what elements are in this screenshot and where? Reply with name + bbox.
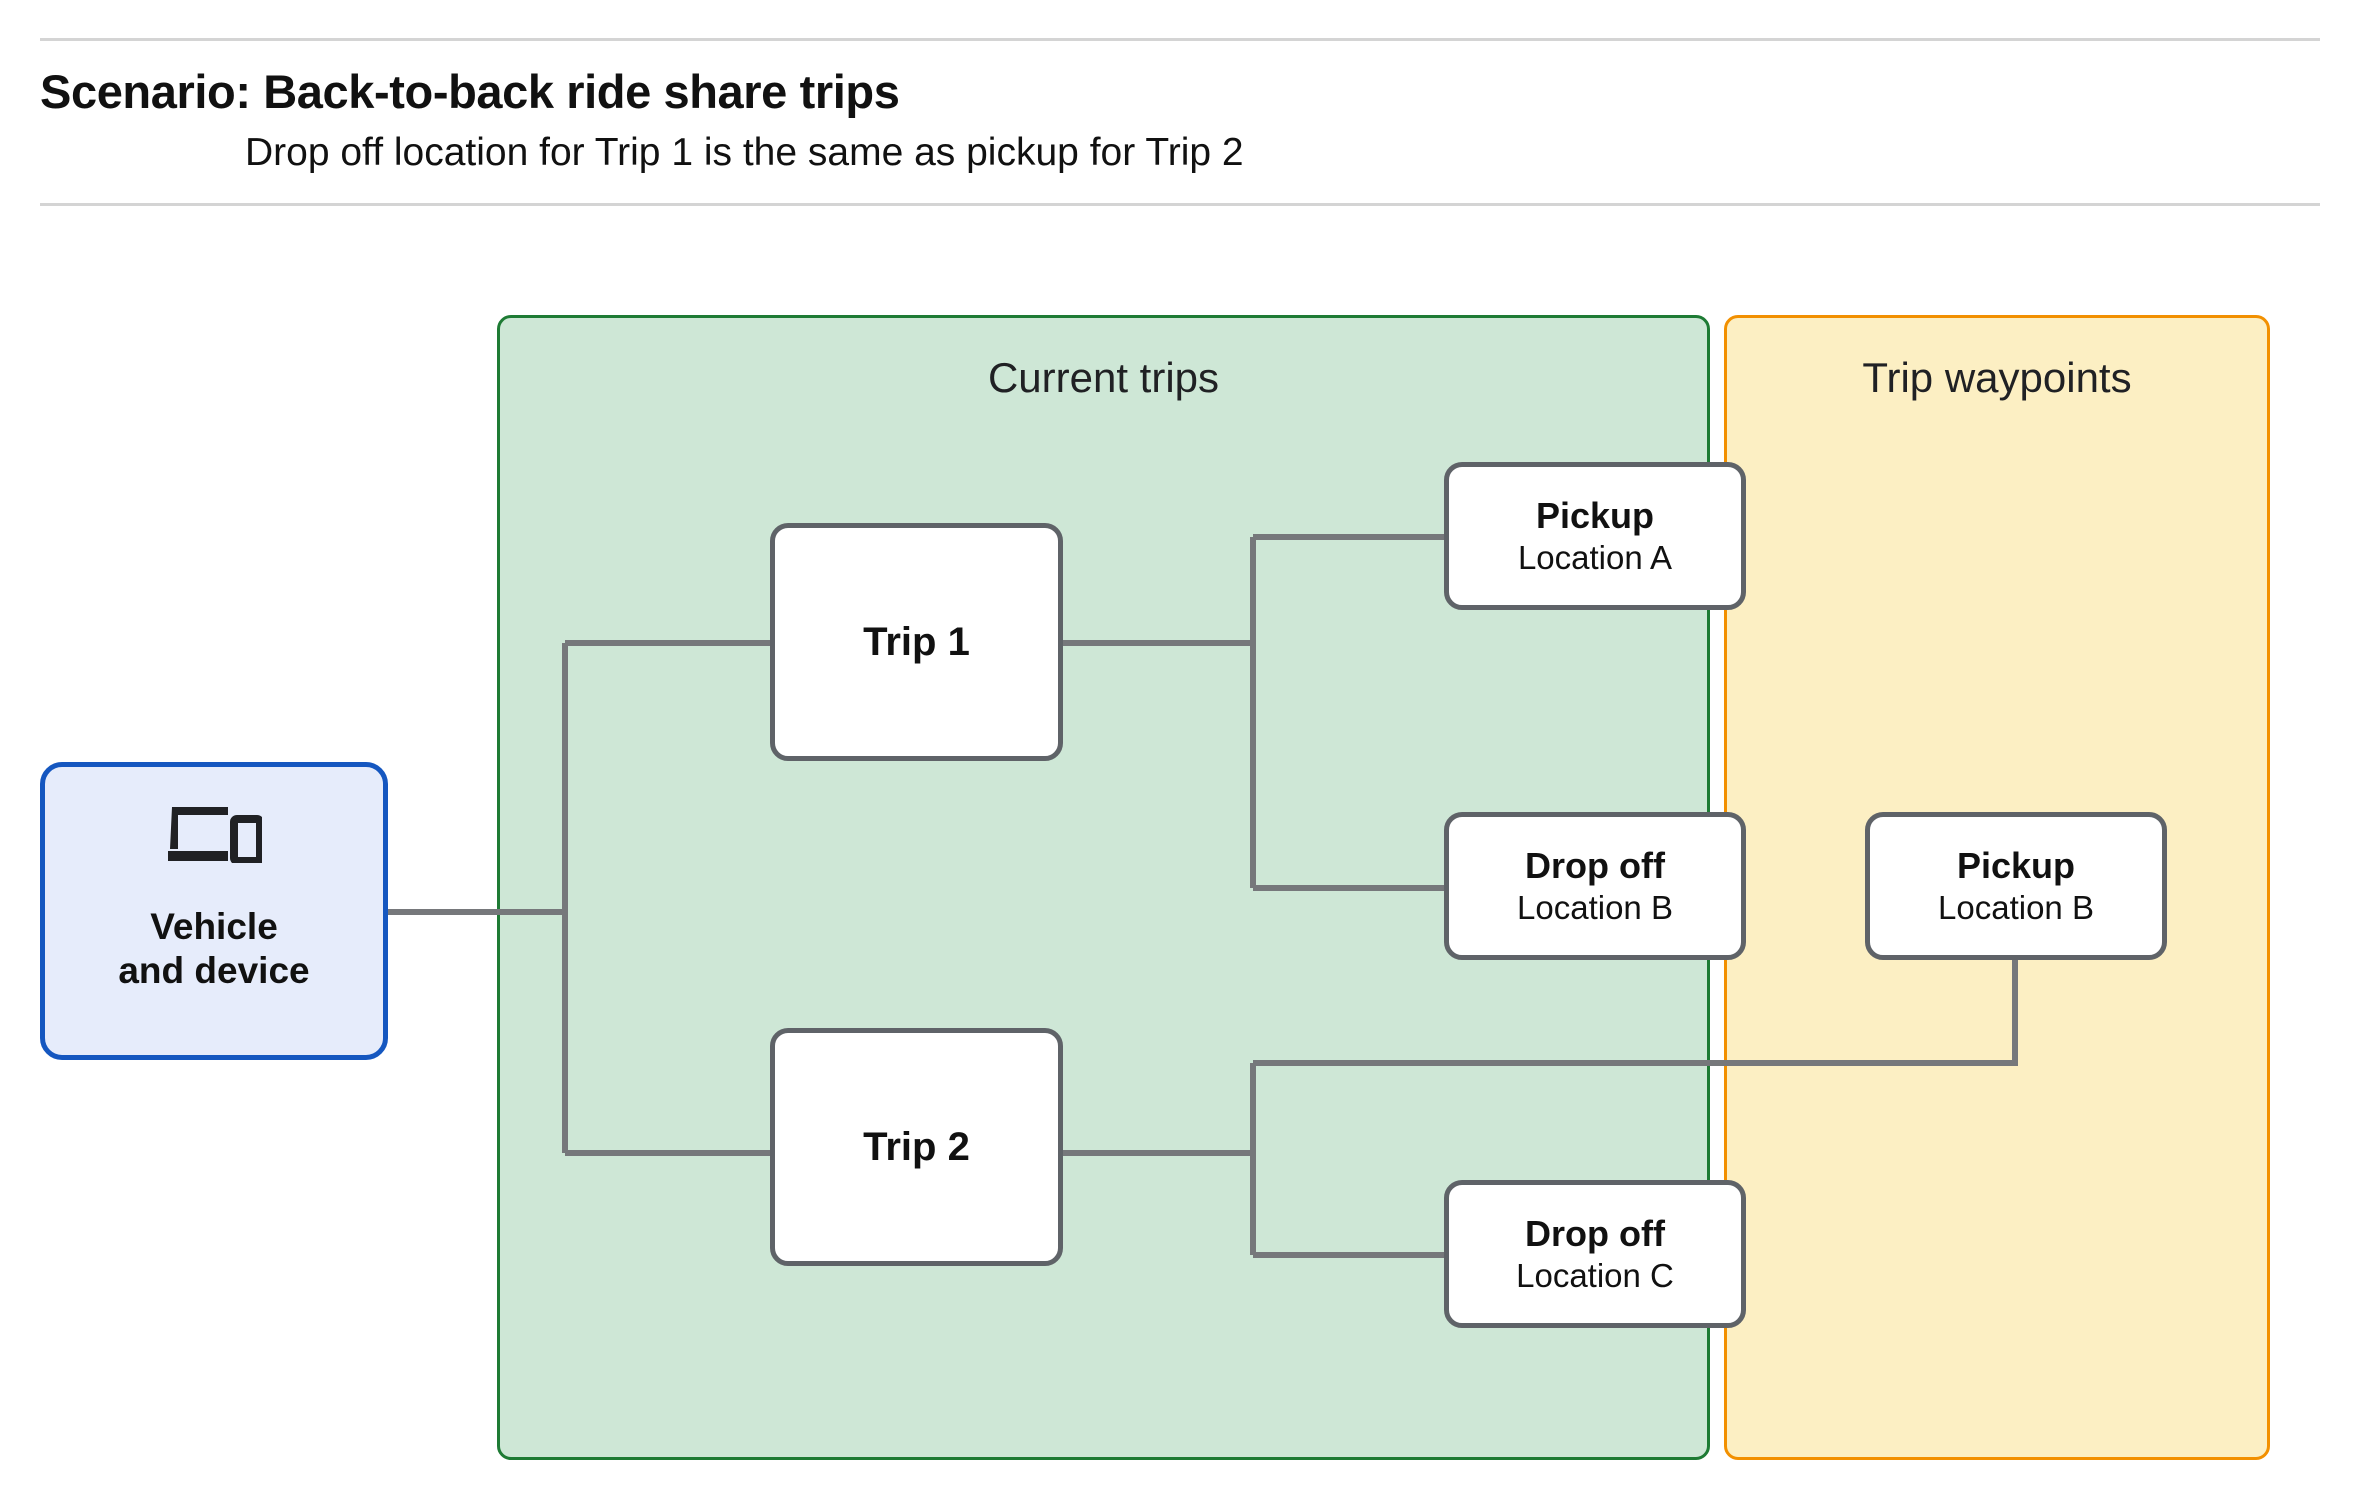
node-trip-2[interactable]: Trip 2 bbox=[770, 1028, 1063, 1266]
devices-icon bbox=[166, 801, 262, 863]
node-dropoff-location-c[interactable]: Drop off Location C bbox=[1444, 1180, 1746, 1328]
node-vehicle-and-device[interactable]: Vehicle and device bbox=[40, 762, 388, 1060]
node-trip-1[interactable]: Trip 1 bbox=[770, 523, 1063, 761]
node-dropoff-c-sub: Location C bbox=[1516, 1256, 1674, 1294]
node-pickup-a-title: Pickup bbox=[1535, 494, 1655, 536]
node-dropoff-b-title: Drop off bbox=[1525, 844, 1665, 886]
node-vehicle-label-line1: Vehicle bbox=[150, 906, 278, 947]
node-trip-2-label: Trip 2 bbox=[863, 1124, 970, 1169]
node-pickup-b-title: Pickup bbox=[1956, 844, 2076, 886]
node-vehicle-label-line2: and device bbox=[118, 950, 310, 992]
header-divider-top bbox=[40, 38, 2320, 41]
group-trip-waypoints-label: Trip waypoints bbox=[1862, 354, 2132, 401]
page-subtitle: Drop off location for Trip 1 is the same… bbox=[245, 131, 1244, 174]
page-title: Scenario: Back-to-back ride share trips bbox=[40, 65, 900, 118]
group-current-trips-label: Current trips bbox=[987, 354, 1220, 401]
node-pickup-a-sub: Location A bbox=[1517, 538, 1673, 576]
node-dropoff-location-b[interactable]: Drop off Location B bbox=[1444, 812, 1746, 960]
scenario-header: Scenario: Back-to-back ride share trips … bbox=[40, 38, 2320, 206]
node-dropoff-b-sub: Location B bbox=[1517, 888, 1673, 926]
node-pickup-b-sub: Location B bbox=[1938, 888, 2094, 926]
node-trip-1-label: Trip 1 bbox=[863, 619, 970, 664]
node-pickup-location-b[interactable]: Pickup Location B bbox=[1865, 812, 2167, 960]
header-divider-bottom bbox=[40, 203, 2320, 206]
node-dropoff-c-title: Drop off bbox=[1525, 1212, 1665, 1254]
node-pickup-location-a[interactable]: Pickup Location A bbox=[1444, 462, 1746, 610]
